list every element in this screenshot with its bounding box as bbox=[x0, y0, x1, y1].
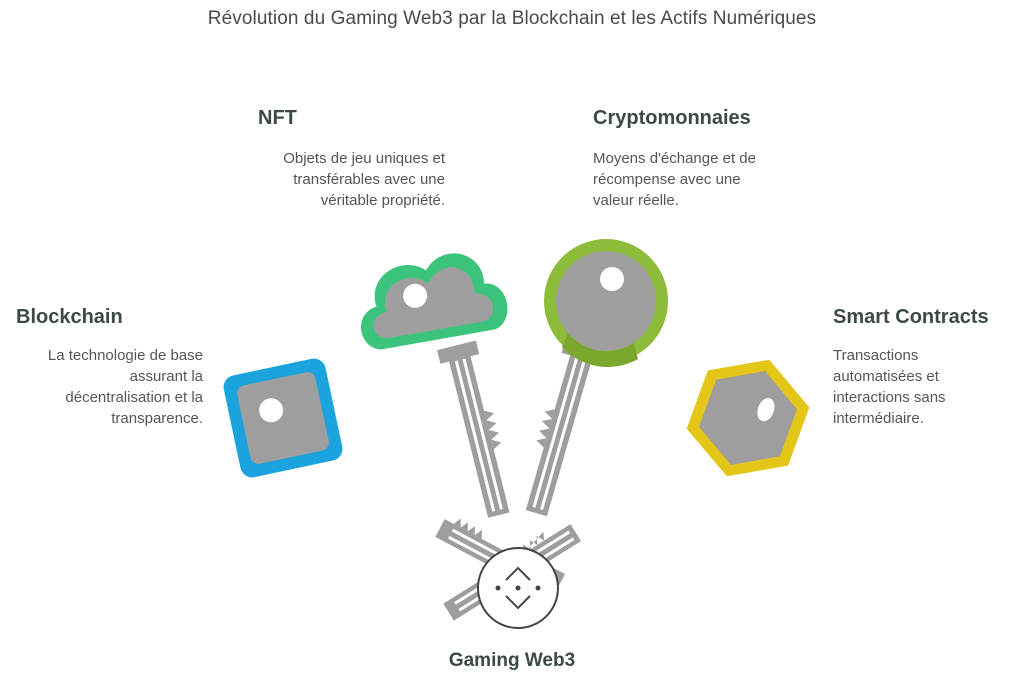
blockchain-line: décentralisation et la bbox=[65, 389, 203, 406]
blockchain-line: assurant la bbox=[129, 368, 203, 385]
nft-line: véritable propriété. bbox=[320, 192, 445, 209]
web3-diamond-icon bbox=[477, 547, 559, 629]
crypto-line: valeur réelle. bbox=[593, 192, 679, 209]
center-label: Gaming Web3 bbox=[448, 650, 576, 671]
blockchain-line: transparence. bbox=[111, 410, 203, 427]
nft-line: transférables avec une bbox=[293, 171, 445, 188]
crypto-key-icon bbox=[525, 339, 604, 517]
crypto-description: Moyens d'échange et de récompense avec u… bbox=[593, 148, 803, 211]
blockchain-heading: Blockchain bbox=[16, 306, 123, 328]
nft-description: Objets de jeu uniques et transférables a… bbox=[240, 148, 445, 211]
crypto-heading: Cryptomonnaies bbox=[593, 107, 751, 129]
nft-line: Objets de jeu uniques et bbox=[283, 150, 445, 167]
smart-contracts-heading: Smart Contracts bbox=[833, 306, 989, 328]
crypto-line: Moyens d'échange et de bbox=[593, 150, 756, 167]
blockchain-key-head bbox=[223, 358, 343, 478]
smart-contracts-description: Transactions automatisées et interaction… bbox=[833, 345, 1013, 429]
crypto-key-head bbox=[544, 239, 668, 367]
nft-heading: NFT bbox=[258, 107, 297, 129]
blockchain-line: La technologie de base bbox=[47, 347, 203, 364]
smart-key-head bbox=[686, 359, 810, 477]
page-title: Révolution du Gaming Web3 par la Blockch… bbox=[207, 8, 817, 29]
smart-contracts-line: interactions sans bbox=[833, 389, 946, 406]
nft-key-head bbox=[361, 253, 508, 350]
nft-key-icon bbox=[437, 340, 510, 518]
blockchain-description: La technologie de base assurant la décen… bbox=[0, 345, 203, 429]
smart-contracts-line: automatisées et bbox=[833, 368, 939, 385]
crypto-line: récompense avec une bbox=[593, 171, 741, 188]
smart-contracts-line: intermédiaire. bbox=[833, 410, 924, 427]
smart-contracts-line: Transactions bbox=[833, 347, 919, 364]
